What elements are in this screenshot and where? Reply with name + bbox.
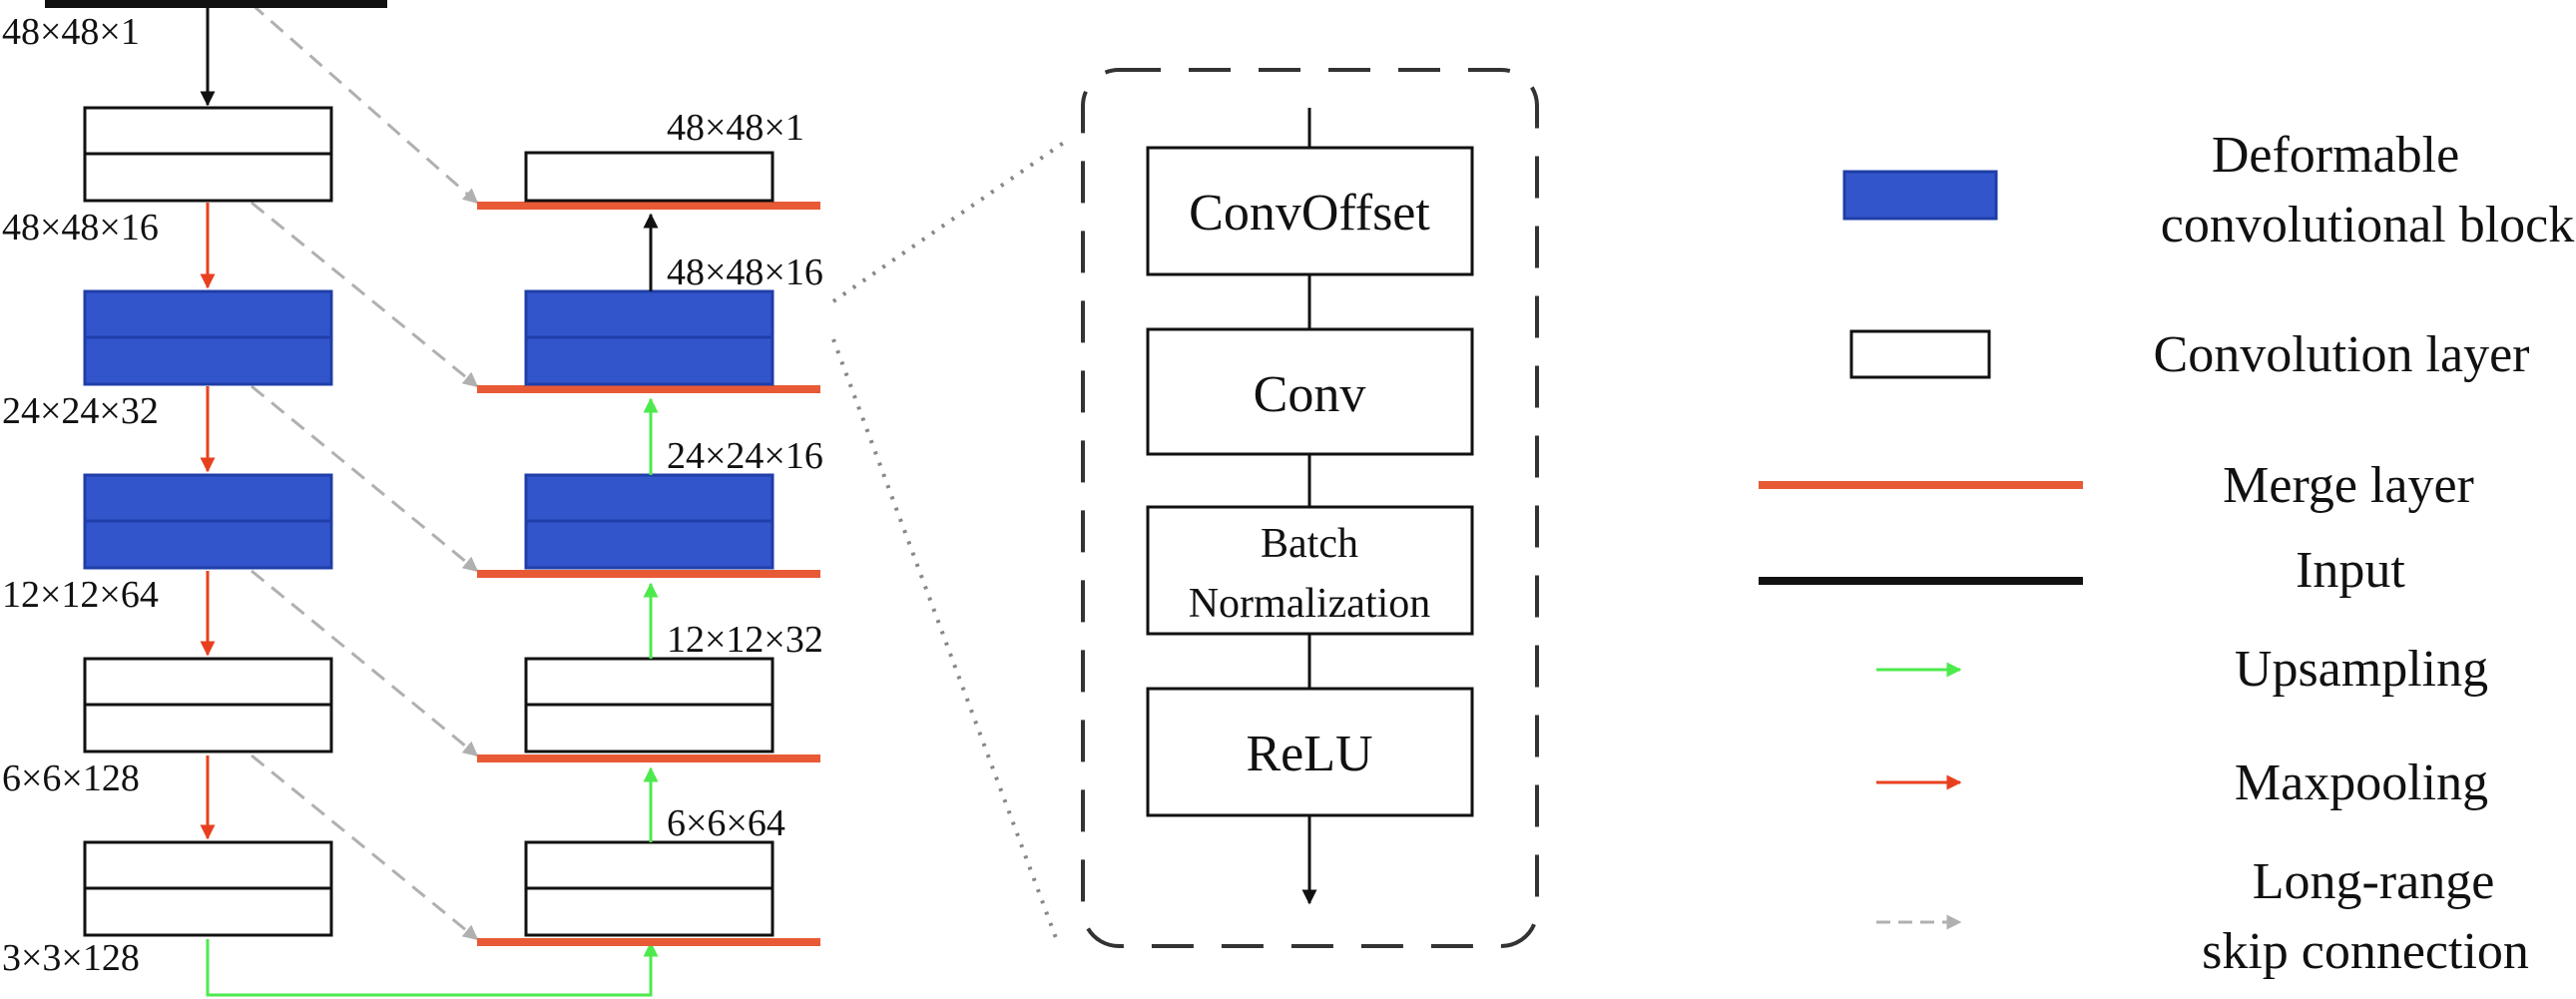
detail-step-conv-label: Conv	[1254, 366, 1366, 423]
legend-deformable-swatch	[1842, 170, 1998, 221]
encoder-dim-2: 24×24×32	[2, 390, 159, 432]
skip-connection-5	[251, 753, 479, 941]
legend-maxpooling-label: Maxpooling	[2235, 754, 2488, 811]
skip-connection-3	[251, 384, 479, 573]
detail-step-convoffset-label: ConvOffset	[1189, 185, 1430, 242]
legend-deformable-label-1: Deformable	[2212, 127, 2459, 184]
decoder-dim-2: 48×48×16	[667, 251, 823, 293]
decoder-output-block	[524, 151, 774, 203]
legend-upsampling-label: Upsampling	[2235, 641, 2488, 698]
input-dim-label: 48×48×1	[2, 11, 140, 53]
zoom-guide-top	[831, 138, 1070, 303]
decoder-dim-1: 48×48×1	[667, 107, 804, 149]
legend-skip-label-2: skip connection	[2202, 923, 2529, 980]
detail-step-relu-label: ReLU	[1246, 726, 1372, 782]
skip-connection-4	[251, 569, 479, 757]
legend-convolution-swatch	[1849, 329, 1991, 379]
detail-step-convoffset	[1146, 146, 1474, 276]
zoom-guides	[831, 138, 1070, 939]
skip-connection-2	[251, 201, 479, 388]
zoom-guide-bottom	[831, 338, 1058, 939]
decoder-dim-5: 6×6×64	[667, 802, 785, 844]
detail-step-batchnorm-label-2: Normalization	[1189, 581, 1431, 627]
detail-step-batchnorm	[1146, 505, 1474, 636]
detail-step-batchnorm-label-1: Batch	[1261, 521, 1358, 567]
decoder-dim-3: 24×24×16	[667, 435, 823, 477]
legend-convolution-label: Convolution layer	[2154, 326, 2530, 383]
legend-deformable-label-2: convolutional block	[2161, 197, 2574, 253]
skip-connections	[251, 2, 479, 941]
legend-input-label: Input	[2296, 542, 2405, 599]
legend-skip-label-1: Long-range	[2253, 853, 2495, 910]
encoder-dim-5: 3×3×128	[2, 937, 140, 979]
encoder: 48×48×16 24×24×32 12×12×64 6×6×128 3×3×1…	[2, 106, 333, 979]
detail-step-conv	[1146, 327, 1474, 456]
detail-step-relu	[1146, 687, 1474, 817]
decoder-dim-4: 12×12×32	[667, 619, 823, 661]
detail-block-frame	[1081, 68, 1539, 948]
encoder-dim-1: 48×48×16	[2, 207, 159, 249]
detail-block: ConvOffset Conv Batch Normalization ReLU	[1081, 68, 1539, 948]
decoder: 48×48×1 48×48×16 24×24×16 12×12×32 6×6×6…	[477, 107, 823, 946]
encoder-dim-3: 12×12×64	[2, 574, 159, 616]
encoder-dim-4: 6×6×128	[2, 757, 140, 799]
legend: Deformable convolutional block Convoluti…	[1759, 127, 2574, 980]
legend-merge-label: Merge layer	[2223, 457, 2474, 514]
upsample-bottleneck-path	[206, 939, 659, 997]
